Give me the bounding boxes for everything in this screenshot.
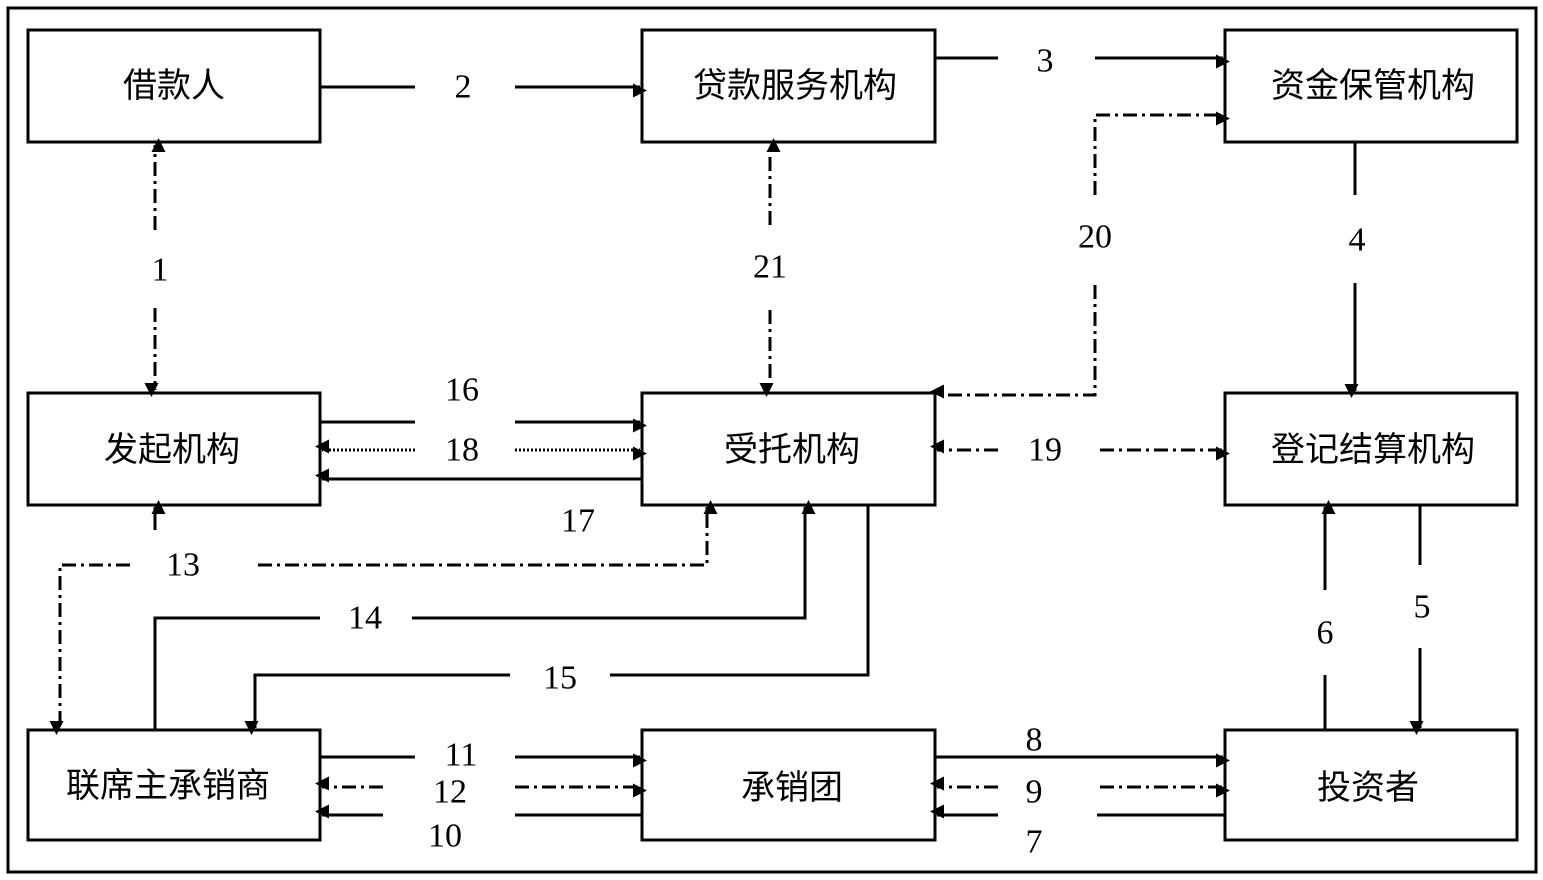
box-label: 承销团 bbox=[741, 768, 843, 808]
arrow-13: 13 bbox=[49, 500, 718, 735]
box-label: 发起机构 bbox=[104, 430, 240, 470]
svg-text:12: 12 bbox=[433, 774, 467, 811]
svg-text:10: 10 bbox=[428, 818, 462, 855]
arrow-3: 3 bbox=[935, 43, 1230, 80]
svg-text:15: 15 bbox=[543, 660, 577, 697]
box-originator: 发起机构 bbox=[26, 391, 322, 507]
arrow-11: 11 bbox=[320, 737, 647, 774]
box-label: 借款人 bbox=[123, 66, 225, 106]
arrow-21: 21 bbox=[753, 138, 787, 397]
outer-border bbox=[6, 6, 1538, 874]
box-trustee: 受托机构 bbox=[640, 391, 937, 507]
svg-text:2: 2 bbox=[455, 69, 472, 106]
arrow-20: 20 bbox=[930, 111, 1230, 399]
box-label: 联席主承销商 bbox=[66, 766, 270, 806]
box-label: 受托机构 bbox=[724, 430, 860, 470]
svg-text:8: 8 bbox=[1026, 722, 1043, 759]
arrow-8: 8 bbox=[935, 722, 1230, 768]
box-underwriting-syndicate: 承销团 bbox=[640, 728, 937, 842]
arrow-14: 14 bbox=[153, 500, 816, 730]
arrow-7: 7 bbox=[930, 804, 1225, 861]
arrow-2: 2 bbox=[320, 69, 647, 106]
svg-text:13: 13 bbox=[166, 547, 200, 584]
svg-text:18: 18 bbox=[445, 432, 479, 469]
arrow-15: 15 bbox=[244, 505, 870, 735]
box-loan-servicer: 贷款服务机构 bbox=[640, 28, 937, 144]
svg-text:17: 17 bbox=[561, 503, 595, 540]
arrow-12: 12 bbox=[315, 774, 647, 811]
arrow-4: 4 bbox=[1344, 142, 1366, 398]
arrow-9: 9 bbox=[930, 774, 1230, 811]
svg-text:16: 16 bbox=[445, 372, 479, 409]
svg-text:7: 7 bbox=[1026, 824, 1043, 861]
svg-text:14: 14 bbox=[348, 600, 382, 637]
box-investor: 投资者 bbox=[1223, 728, 1519, 842]
box-label: 资金保管机构 bbox=[1271, 66, 1475, 106]
svg-text:3: 3 bbox=[1037, 43, 1054, 80]
svg-text:6: 6 bbox=[1317, 615, 1334, 652]
box-borrower: 借款人 bbox=[26, 28, 322, 144]
arrow-6: 6 bbox=[1317, 500, 1336, 730]
arrow-10: 10 bbox=[315, 804, 642, 855]
box-label: 贷款服务机构 bbox=[693, 66, 897, 106]
svg-text:11: 11 bbox=[445, 737, 478, 774]
svg-text:20: 20 bbox=[1078, 219, 1112, 256]
arrow-16: 16 bbox=[320, 372, 647, 433]
arrow-18: 18 bbox=[315, 432, 647, 469]
arrow-5: 5 bbox=[1409, 505, 1431, 735]
box-label: 登记结算机构 bbox=[1271, 430, 1475, 470]
arrow-17: 17 bbox=[315, 468, 642, 540]
arrow-19: 19 bbox=[930, 432, 1230, 469]
box-registration-settlement: 登记结算机构 bbox=[1223, 391, 1519, 507]
box-fund-custodian: 资金保管机构 bbox=[1223, 28, 1519, 144]
svg-text:21: 21 bbox=[753, 249, 787, 286]
svg-text:5: 5 bbox=[1414, 589, 1431, 626]
svg-text:19: 19 bbox=[1028, 432, 1062, 469]
arrow-1: 1 bbox=[144, 138, 169, 397]
svg-text:4: 4 bbox=[1349, 222, 1366, 259]
box-lead-underwriter: 联席主承销商 bbox=[26, 728, 322, 842]
svg-text:1: 1 bbox=[152, 252, 169, 289]
box-label: 投资者 bbox=[1317, 768, 1419, 808]
svg-text:9: 9 bbox=[1026, 774, 1043, 811]
